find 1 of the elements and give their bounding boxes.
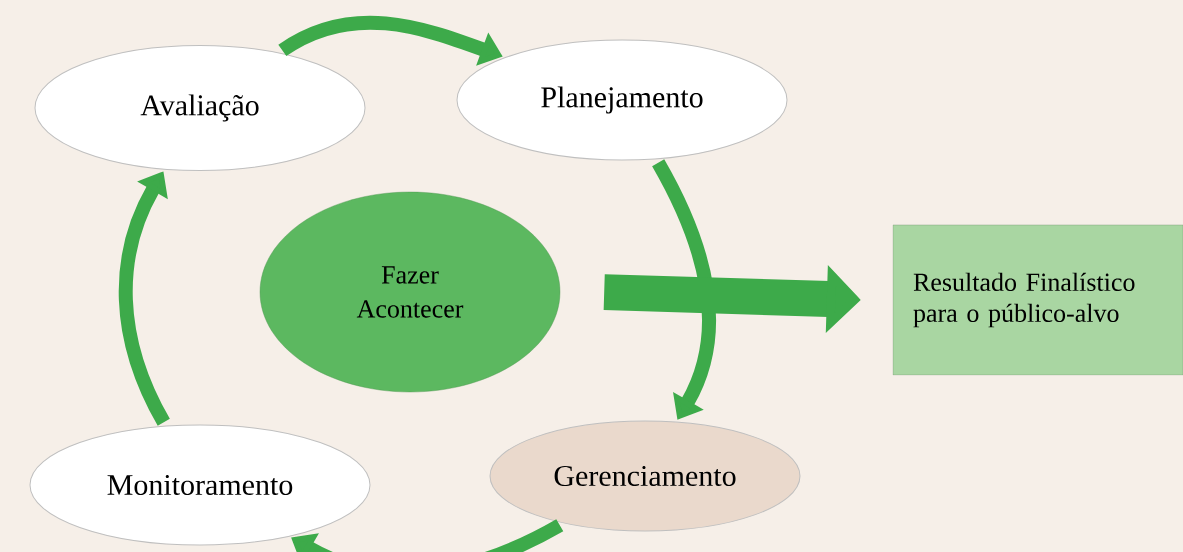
result-box: Resultado Finalístico para o público-alvo [892, 224, 1183, 376]
